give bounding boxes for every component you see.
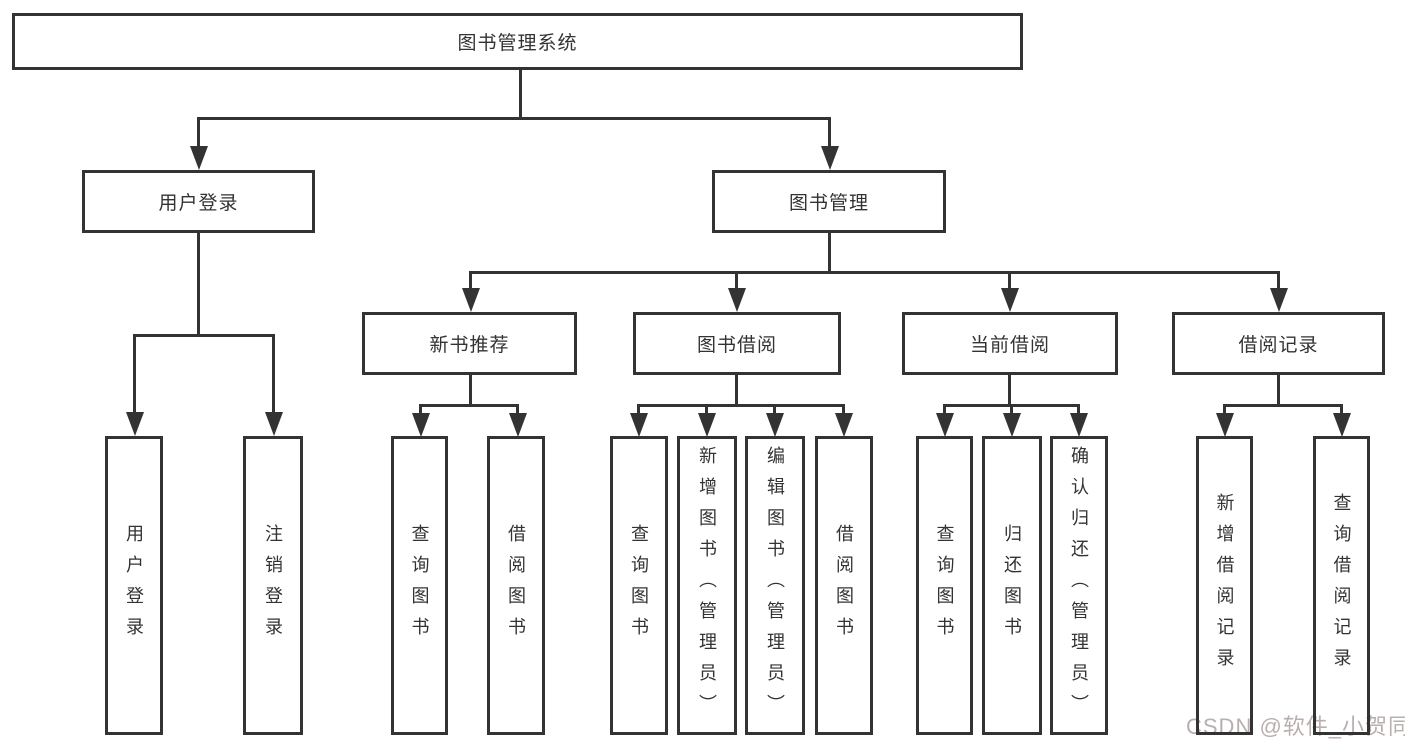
arrowhead bbox=[835, 413, 853, 437]
connector bbox=[133, 334, 275, 337]
connector bbox=[842, 404, 845, 416]
connector bbox=[943, 404, 946, 416]
connector bbox=[469, 271, 472, 291]
node-current-borrow: 当前借阅 bbox=[902, 312, 1118, 375]
arrowhead bbox=[126, 412, 144, 436]
connector bbox=[1277, 271, 1280, 291]
arrowhead bbox=[1216, 413, 1234, 437]
node-label: 借阅图书 bbox=[834, 523, 854, 648]
node-root: 图书管理系统 bbox=[12, 13, 1023, 70]
arrowhead bbox=[728, 288, 746, 312]
node-label: 归还图书 bbox=[1002, 523, 1022, 648]
node-label: 图书借阅 bbox=[696, 335, 777, 356]
connector bbox=[828, 117, 831, 149]
node-label: 借阅记录 bbox=[1238, 335, 1319, 356]
leaf-query-books-2: 查询图书 bbox=[610, 436, 668, 735]
arrowhead bbox=[462, 288, 480, 312]
node-label: 查询借阅记录 bbox=[1331, 492, 1352, 679]
arrowhead bbox=[1001, 288, 1019, 312]
connector bbox=[637, 404, 640, 416]
connector bbox=[637, 404, 845, 407]
node-user-login: 用户登录 bbox=[82, 170, 315, 233]
connector bbox=[469, 271, 1280, 274]
node-label: 用户登录 bbox=[158, 193, 239, 214]
leaf-borrow-books-2: 借阅图书 bbox=[815, 436, 873, 735]
connector bbox=[272, 334, 275, 414]
connector bbox=[828, 233, 831, 273]
node-book-borrow: 图书借阅 bbox=[633, 312, 841, 375]
arrowhead bbox=[1003, 413, 1021, 437]
connector bbox=[197, 117, 831, 120]
connector bbox=[1277, 375, 1280, 407]
connector bbox=[773, 404, 776, 416]
node-label: 查询图书 bbox=[409, 523, 430, 648]
leaf-user-login: 用户登录 bbox=[105, 436, 163, 735]
node-label: 新增借阅记录 bbox=[1214, 492, 1235, 679]
connector bbox=[1008, 271, 1011, 291]
arrowhead bbox=[1270, 288, 1288, 312]
node-label: 查询图书 bbox=[629, 523, 649, 648]
arrowhead bbox=[190, 146, 208, 170]
node-label: 当前借阅 bbox=[969, 335, 1050, 356]
arrowhead bbox=[766, 413, 784, 437]
connector bbox=[197, 233, 200, 337]
connector bbox=[1077, 404, 1080, 416]
node-label: 用户登录 bbox=[124, 523, 144, 648]
node-label: 注销登录 bbox=[263, 523, 283, 648]
connector bbox=[419, 404, 422, 416]
connector bbox=[735, 375, 738, 407]
node-new-book-recommend: 新书推荐 bbox=[362, 312, 577, 375]
arrowhead bbox=[698, 413, 716, 437]
connector bbox=[516, 404, 519, 416]
arrowhead bbox=[936, 413, 954, 437]
node-label: 借阅图书 bbox=[506, 523, 526, 648]
leaf-query-books-1: 查询图书 bbox=[391, 436, 448, 735]
node-book-management: 图书管理 bbox=[712, 170, 946, 233]
leaf-query-borrow-record: 查询借阅记录 bbox=[1313, 436, 1370, 735]
leaf-query-books-3: 查询图书 bbox=[916, 436, 973, 735]
node-borrow-records: 借阅记录 bbox=[1172, 312, 1385, 375]
arrowhead bbox=[412, 413, 430, 437]
leaf-edit-book-admin: 编辑图书（管理员） bbox=[745, 436, 805, 735]
leaf-add-borrow-record: 新增借阅记录 bbox=[1196, 436, 1253, 735]
node-label: 新增图书（管理员） bbox=[697, 446, 717, 725]
arrowhead bbox=[1070, 413, 1088, 437]
node-label: 查询图书 bbox=[934, 523, 955, 648]
connector bbox=[419, 404, 519, 407]
arrowhead bbox=[1333, 413, 1351, 437]
arrowhead bbox=[821, 146, 839, 170]
node-label: 图书管理系统 bbox=[457, 33, 578, 54]
connector bbox=[469, 375, 472, 407]
leaf-confirm-return-admin: 确认归还（管理员） bbox=[1050, 436, 1108, 735]
arrowhead bbox=[630, 413, 648, 437]
connector bbox=[519, 70, 522, 119]
node-label: 新书推荐 bbox=[429, 335, 510, 356]
leaf-logout: 注销登录 bbox=[243, 436, 303, 735]
connector bbox=[1223, 404, 1343, 407]
connector bbox=[1223, 404, 1226, 416]
connector bbox=[1008, 375, 1011, 407]
leaf-return-books: 归还图书 bbox=[982, 436, 1042, 735]
leaf-borrow-books-1: 借阅图书 bbox=[487, 436, 545, 735]
leaf-add-book-admin: 新增图书（管理员） bbox=[677, 436, 737, 735]
node-label: 确认归还（管理员） bbox=[1069, 446, 1089, 725]
connector bbox=[735, 271, 738, 291]
arrowhead bbox=[265, 412, 283, 436]
connector bbox=[133, 334, 136, 414]
node-label: 编辑图书（管理员） bbox=[765, 446, 785, 725]
connector bbox=[1010, 404, 1013, 416]
connector bbox=[197, 117, 200, 149]
node-label: 图书管理 bbox=[788, 193, 869, 214]
connector bbox=[1340, 404, 1343, 416]
connector bbox=[705, 404, 708, 416]
arrowhead bbox=[509, 413, 527, 437]
